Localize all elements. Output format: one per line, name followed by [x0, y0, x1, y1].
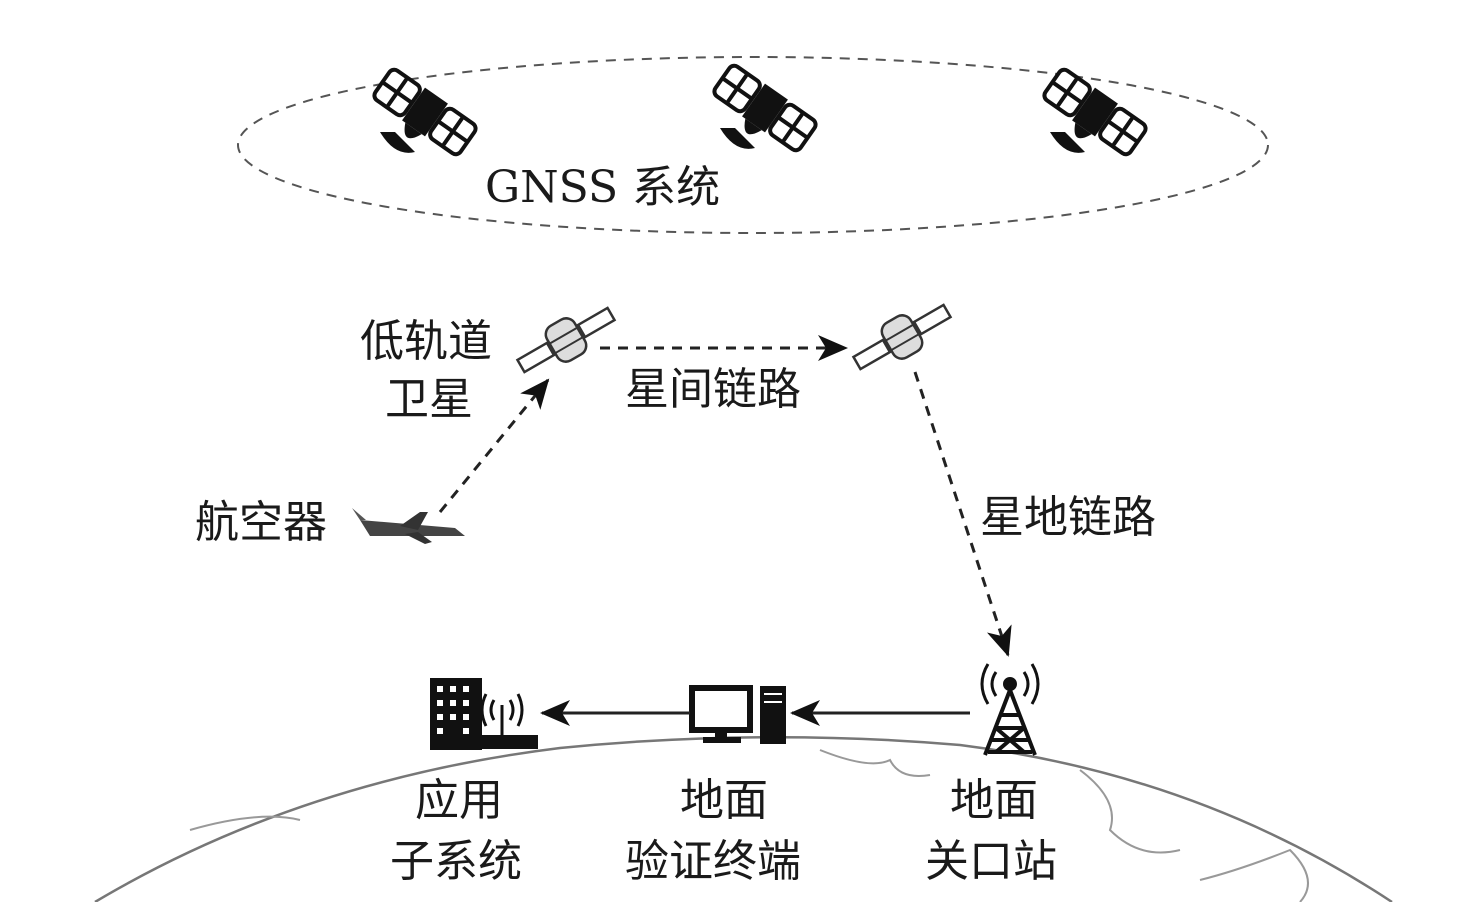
satellite-ground-link-label: 星地链路 [980, 492, 1156, 543]
inter-satellite-link-label: 星间链路 [625, 364, 801, 415]
leo-label-line2: 卫星 [385, 374, 473, 425]
leo-satellite-icon [509, 295, 623, 385]
gateway-label-line2: 关口站 [925, 836, 1057, 887]
gnss-satellite-icon [702, 59, 822, 166]
leo-satellite-icon [845, 292, 959, 382]
earth-outline [94, 735, 1393, 902]
computer-icon [689, 685, 786, 744]
satellite-ground-link-arrow [913, 371, 1012, 657]
gateway-label-line1: 地面 [950, 775, 1038, 826]
gnss-satellite-icon [1032, 63, 1152, 170]
aircraft-icon [352, 508, 465, 544]
earth-coastline [189, 749, 1309, 902]
aircraft-label: 航空器 [195, 497, 327, 548]
gateway-tower-icon [980, 663, 1040, 756]
gnss-satellite-icon [362, 63, 482, 170]
ground-terminal-label-line2: 验证终端 [625, 836, 801, 887]
building-icon [430, 678, 538, 750]
application-label-line2: 子系统 [390, 836, 522, 887]
leo-label-line1: 低轨道 [360, 316, 492, 367]
gnss-orbit-ellipse [237, 56, 1269, 234]
ground-terminal-label-line1: 地面 [680, 775, 768, 826]
application-label-line1: 应用 [415, 775, 503, 826]
gnss-label: GNSS 系统 [485, 162, 720, 213]
